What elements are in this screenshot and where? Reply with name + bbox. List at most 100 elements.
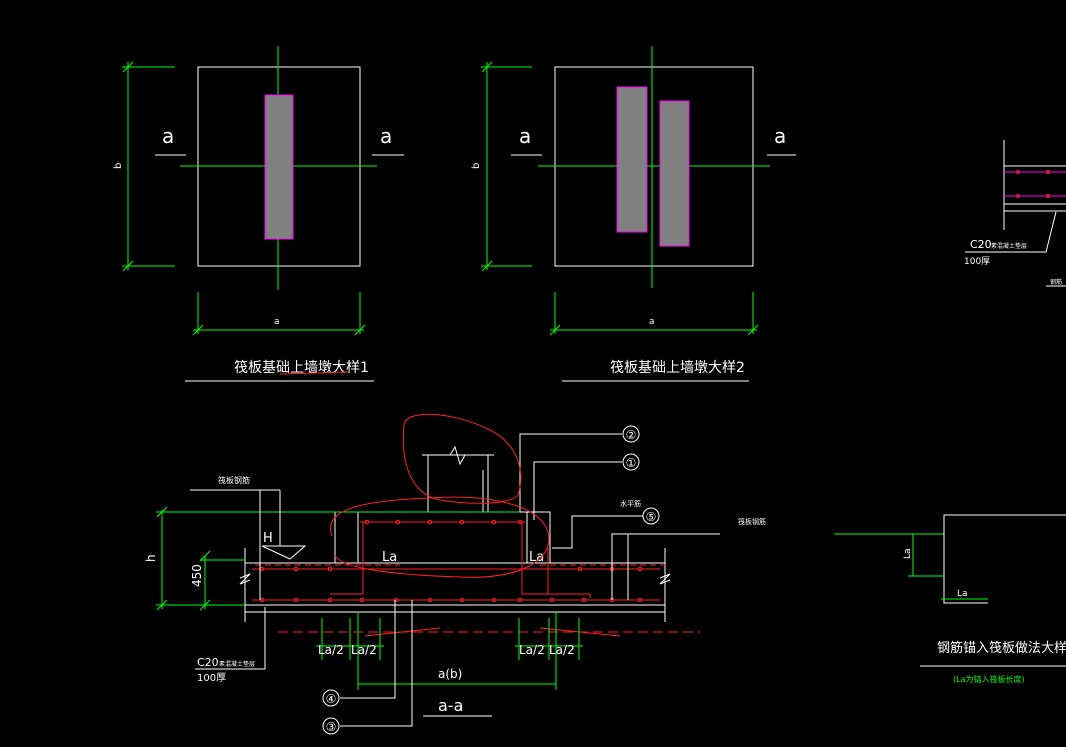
callout-4-label: ④ (326, 692, 337, 706)
detail-2: b a a a 筏板基础上墙墩大样2 (471, 46, 796, 382)
level-marker-triangle (261, 545, 307, 560)
rebar-dot (491, 597, 497, 603)
callout-2-leader (519, 433, 622, 512)
rebar-dot (581, 597, 587, 603)
right-cushion-thickness: 100厚 (964, 256, 990, 267)
section-title: a-a (438, 696, 463, 715)
rebar-dot (517, 597, 523, 603)
cushion-leader-left (195, 607, 266, 670)
detail-2-section-mark-left: a (519, 124, 531, 148)
right-detail-title: 钢筋锚入筏板做法大样 (937, 640, 1066, 656)
rebar-dot (637, 597, 643, 603)
anchor-la-vert: La (903, 548, 913, 559)
callout-1-leader (533, 461, 622, 520)
callout-4-circle (322, 689, 340, 707)
pier-left-anchor-rebar (330, 522, 364, 595)
detail-1-section-mark-right: a (380, 124, 392, 148)
dim-ab-label: a(b) (438, 667, 462, 681)
cushion-note-left: 素混凝土垫层 (219, 660, 255, 668)
callout-5-label: ⑤ (646, 510, 657, 524)
top-left-note: 筏板钢筋 (218, 475, 250, 485)
rebar-dot (459, 597, 465, 603)
rebar-dot (393, 597, 399, 603)
detail-1-dim-b-tick-top (122, 61, 134, 73)
detail-2-title: 筏板基础上墙墩大样2 (610, 359, 745, 376)
label-La-right: La (529, 550, 544, 565)
dim-la2-label-1: La/2 (318, 643, 344, 657)
callout-2-circle (622, 425, 640, 443)
right-partial-detail: C20 素混凝土垫层 100厚 钢筋 La La 钢筋锚入筏板做法大样 (La为… (834, 140, 1066, 684)
callout-3-circle (322, 717, 340, 735)
detail-1: b a a a 筏板基础上墙墩大样1 (113, 46, 404, 382)
rebar-dot (427, 597, 433, 603)
right-rebar-dot (1046, 170, 1050, 174)
anchor-la-horiz: La (957, 589, 968, 599)
right-cushion-note: 素混凝土垫层 (991, 242, 1027, 250)
rebar-dot (491, 519, 497, 525)
detail-2-dim-a-label: a (649, 317, 655, 327)
detail-2-dim-b-tick-top (481, 61, 493, 73)
detail-1-dim-a-label: a (274, 317, 280, 327)
detail-1-dim-b-label: b (113, 163, 124, 169)
pier-right-outer-rebar (547, 548, 591, 598)
detail-2-dim-b-label: b (471, 163, 482, 169)
detail-1-section-mark-left: a (162, 124, 174, 148)
cushion-thickness-left: 100厚 (197, 672, 226, 684)
callout-4-leader (340, 600, 396, 699)
pier-outline (334, 511, 551, 563)
rebar-dot (359, 597, 365, 603)
wall-break-symbol (422, 445, 494, 466)
rebar-dot (364, 519, 370, 525)
rebar-dot (427, 519, 433, 525)
top-right-note-2: 筏板钢筋 (738, 517, 766, 526)
wall-above-outline (427, 454, 489, 512)
callout-5-leader (552, 515, 643, 549)
detail-1-title: 筏板基础上墙墩大样1 (234, 359, 369, 376)
detail-1-dim-a-tick-right (354, 324, 366, 336)
dim-h-tick-bottom (156, 599, 168, 611)
detail-2-wall-pier-left (616, 86, 648, 233)
markup-annotations (279, 371, 550, 578)
callout-1-label: ① (626, 456, 637, 470)
dim-la2-label-4: La/2 (549, 643, 575, 657)
rebar-dot (517, 519, 523, 525)
section-a-a: La La h 450 H 筏板钢筋 C20 素混凝土垫层 100厚 ② ① (144, 425, 766, 735)
markup-underline-title (279, 371, 349, 375)
right-rebar-dot (1046, 194, 1050, 198)
detail-2-wall-pier-right (659, 100, 690, 247)
lap-rebar-right (539, 627, 621, 637)
detail-1-dim-b-tick-bottom (122, 260, 134, 272)
dim-450-tick-bottom (199, 599, 211, 611)
slab-right-break (659, 573, 671, 585)
rebar-dot (293, 597, 299, 603)
right-cushion-grade: C20 (970, 238, 992, 251)
dim-h-tick-top (156, 506, 168, 518)
rebar-dot (293, 566, 299, 572)
detail-2-dim-a-tick-right (747, 324, 759, 336)
rebar-dot (459, 519, 465, 525)
dim-450-tick-top (199, 550, 211, 562)
label-La-left: La (382, 550, 397, 565)
detail-1-dim-a-tick-left (192, 324, 204, 336)
right-side-note: 钢筋 (1050, 278, 1062, 286)
right-cushion-leader (965, 211, 1057, 253)
callout-3-leader (340, 600, 413, 727)
callout-5-circle (642, 507, 660, 525)
top-right-leader (611, 533, 720, 600)
slab-left-break (239, 573, 251, 585)
dim-la2-label-3: La/2 (519, 643, 545, 657)
right-rebar-dot (1016, 194, 1020, 198)
rebar-dot (327, 566, 333, 572)
callout-3-label: ③ (326, 720, 337, 734)
dim-la2-label-2: La/2 (351, 643, 377, 657)
detail-1-wall-pier (264, 94, 294, 240)
anchor-outline (943, 514, 1066, 534)
rebar-dot (395, 519, 401, 525)
rebar-dot (327, 597, 333, 603)
callout-1-circle (622, 453, 640, 471)
rebar-dot (549, 597, 555, 603)
callout-2-label: ② (626, 428, 637, 442)
right-detail-subtitle: (La为锚入筏板长度) (953, 674, 1025, 684)
rebar-dots (259, 519, 643, 603)
markup-circle-wall (402, 413, 522, 504)
